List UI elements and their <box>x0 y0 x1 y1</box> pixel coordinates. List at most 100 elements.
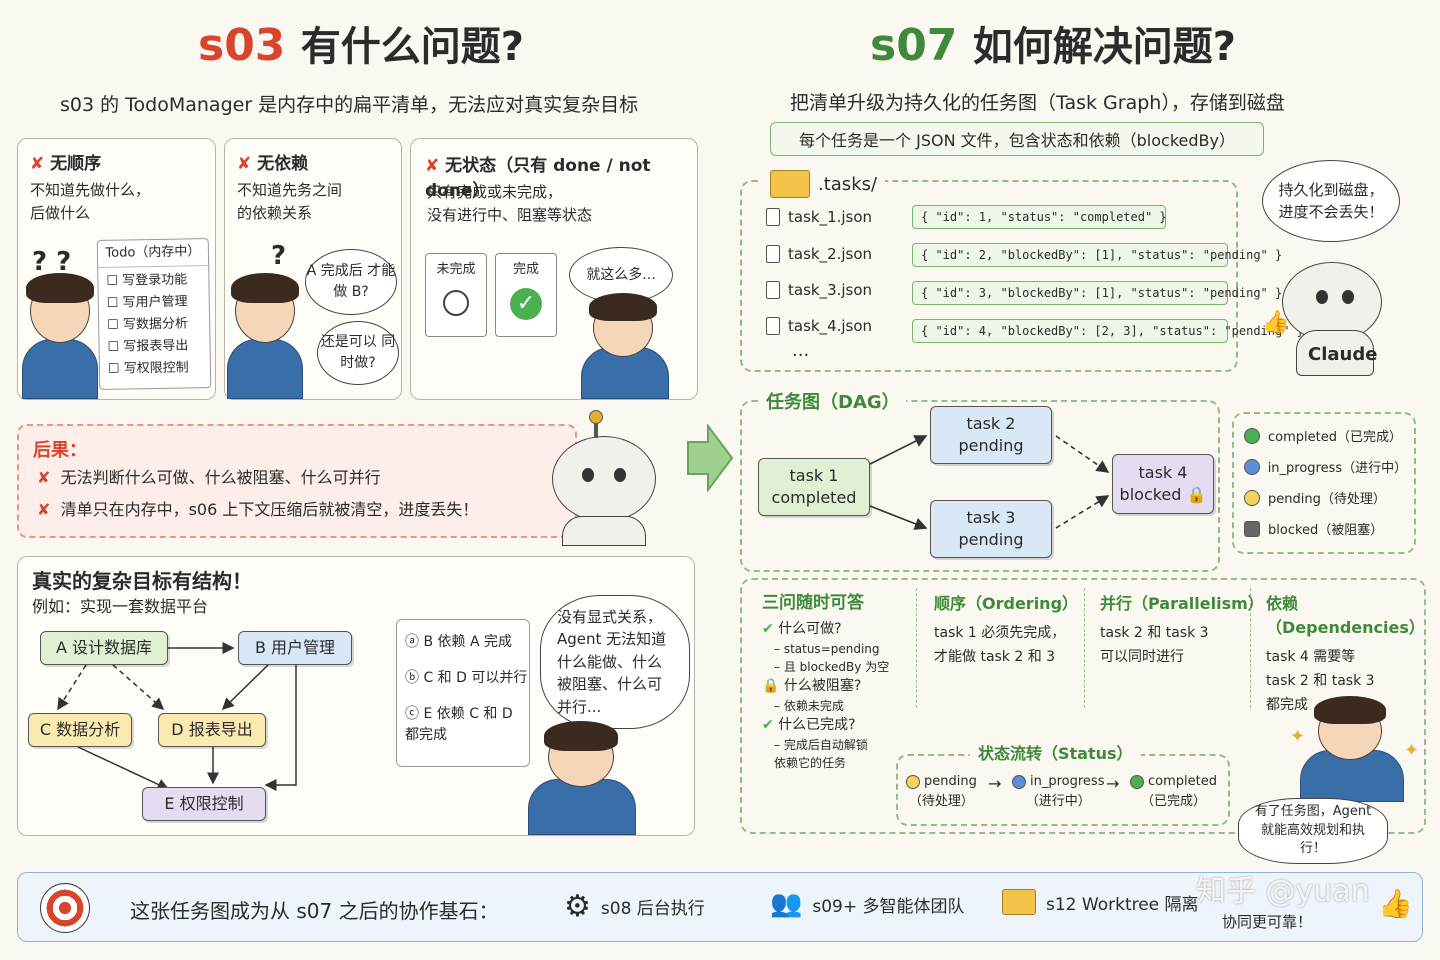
legend-item: completed（已完成） <box>1244 420 1404 451</box>
robot-bubble: 持久化到磁盘，进度不会丢失！ <box>1262 160 1400 242</box>
legend-dot <box>1012 774 1026 789</box>
folder-name: .tasks/ <box>818 173 878 195</box>
node-a: A 设计数据库 <box>40 631 168 665</box>
users-icon: 👥 <box>770 889 803 919</box>
boy-bubble: 有了任务图，Agent 就能高效规划和执行！ <box>1238 798 1388 864</box>
file-icon <box>766 208 780 226</box>
status-legend: completed（已完成） in_progress（进行中） pending（… <box>1232 412 1416 554</box>
notes-card: ⓐ B 依赖 A 完成 ⓑ C 和 D 可以并行 ⓒ E 依赖 C 和 D 都完… <box>396 619 530 767</box>
check-circle-icon: ✓ <box>510 287 542 320</box>
legend-dot <box>1244 520 1260 537</box>
checkbox-icon: ☐ <box>106 273 119 289</box>
left-subtitle: s03 的 TodoManager 是内存中的扁平清单，无法应对真实复杂目标 <box>60 94 639 116</box>
bubble-parallel: 还是可以 同时做? <box>317 321 399 385</box>
footer-item-background: ⚙s08 后台执行 <box>564 889 705 924</box>
json-task-1: { "id": 1, "status": "completed" } <box>912 205 1167 229</box>
cross-icon: ✘ <box>425 156 440 176</box>
footer-text: 这张任务图成为从 s07 之后的协作基石： <box>130 899 499 923</box>
bubble-a-then-b: A 完成后 才能做 B? <box>305 249 397 315</box>
empty-circle-icon <box>443 289 469 316</box>
question-icon: ? ? <box>32 247 72 277</box>
check-icon: ✔ <box>762 717 774 733</box>
file-icon <box>766 281 780 299</box>
legend-dot <box>1244 458 1260 475</box>
lock-icon: 🔒 <box>762 678 780 694</box>
structure-arrows <box>57 642 297 791</box>
cross-icon: ✘ <box>30 154 45 174</box>
gear-icon: ⚙ <box>564 889 591 924</box>
check-icon: ✔ <box>762 621 774 637</box>
file-row: task_3.json <box>766 281 872 299</box>
flow-completed: completed （已完成） <box>1130 772 1217 811</box>
legend-dot <box>906 774 920 789</box>
circle-c-icon: ⓒ <box>405 706 419 722</box>
left-title: s03 有什么问题? <box>198 14 524 72</box>
checkbox-icon: ☐ <box>107 361 120 377</box>
legend-dot <box>1244 489 1260 506</box>
checkbox-icon: ☐ <box>107 317 119 333</box>
consequence-head: 后果： <box>33 440 87 461</box>
sparkle-icon: ✦ <box>1404 740 1420 761</box>
real-structure-panel: 真实的复杂目标有结构！ 例如：实现一套数据平台 A 设计数据库 B 用户管理 C… <box>17 556 695 836</box>
real-example: 例如：实现一套数据平台 <box>32 597 209 616</box>
right-title-rest: 如何解决问题? <box>972 24 1236 70</box>
node-e: E 权限控制 <box>142 787 266 821</box>
todo-list: Todo（内存中） ☐ 写登录功能 ☐ 写用户管理 ☐ 写数据分析 ☐ 写报表导… <box>96 238 212 390</box>
sparkle-icon: ✦ <box>1290 726 1306 747</box>
footer-bar: 这张任务图成为从 s07 之后的协作基石： ⚙s08 后台执行 👥s09+ 多智… <box>17 872 1423 942</box>
file-row: task_1.json <box>766 208 872 226</box>
card-no-dependency: ✘ 无依赖 不知道先务之间的依赖关系 ? A 完成后 才能做 B? 还是可以 同… <box>224 138 402 400</box>
node-b: B 用户管理 <box>238 631 352 665</box>
tasks-folder-panel <box>740 180 1238 372</box>
flow-in-progress: in_progress （进行中） <box>1012 772 1104 811</box>
cross-icon: ✘ <box>37 500 51 519</box>
thumbs-up-icon: 👍 <box>1262 310 1290 335</box>
legend-dot <box>1244 427 1260 444</box>
footer-item-worktree: s12 Worktree 隔离 <box>1002 889 1199 915</box>
status-undone: 未完成 <box>425 253 487 337</box>
legend-dot <box>1130 774 1144 789</box>
cross-icon: ✘ <box>37 468 51 487</box>
legend-item: pending（待处理） <box>1244 482 1404 513</box>
file-row: task_2.json <box>766 245 872 263</box>
consequence-panel: 后果： ✘ 无法判断什么可做、什么被阻塞、什么可并行 ✘ 清单只在内存中，s06… <box>17 424 577 538</box>
file-row: task_4.json <box>766 317 872 335</box>
file-icon <box>766 317 780 335</box>
footer-end: 协同更可靠！ <box>1222 913 1313 931</box>
circle-a-icon: ⓐ <box>405 634 419 650</box>
flow-pending: pending （待处理） <box>906 772 977 811</box>
right-subtitle: 把清单升级为持久化的任务图（Task Graph），存储到磁盘 <box>790 92 1285 114</box>
dag-arrows <box>869 435 1110 530</box>
footer-item-multi-agent: 👥s09+ 多智能体团队 <box>770 889 965 919</box>
dag-panel <box>740 400 1220 572</box>
folder-icon <box>1002 889 1036 915</box>
card-no-status: ✘ 无状态（只有 done / not done） 只有完成或未完成，没有进行中… <box>410 138 698 400</box>
files-ellipsis: ... <box>792 340 810 361</box>
question-icon: ? <box>271 241 287 271</box>
robot-label: Claude <box>1308 344 1378 365</box>
json-task-3: { "id": 3, "blockedBy": [1], "status": "… <box>912 281 1282 305</box>
json-task-2: { "id": 2, "blockedBy": [1], "status": "… <box>912 243 1282 267</box>
right-title: s07 如何解决问题? <box>870 14 1236 72</box>
json-note: 每个任务是一个 JSON 文件，包含状态和依赖（blockedBy） <box>770 122 1264 156</box>
todo-title: Todo（内存中） <box>97 239 209 268</box>
legend-item: blocked（被阻塞） <box>1244 513 1404 544</box>
target-icon <box>40 883 90 933</box>
checkbox-icon: ☐ <box>106 295 119 311</box>
ordering-column: 顺序（Ordering） task 1 必须先完成，才能做 task 2 和 3 <box>934 594 1079 665</box>
arrow-right-icon: → <box>1106 774 1120 793</box>
json-task-4: { "id": 4, "blockedBy": [2, 3], "status"… <box>912 319 1304 343</box>
cross-icon: ✘ <box>237 154 252 174</box>
flow-head-wrap: 状态流转（Status） <box>970 740 1141 764</box>
folder-icon <box>770 170 810 198</box>
folder-row: .tasks/ <box>762 170 886 198</box>
legend-item: in_progress（进行中） <box>1244 451 1407 482</box>
arrow-right-icon: → <box>988 774 1002 793</box>
left-title-rest: 有什么问题? <box>300 24 524 70</box>
